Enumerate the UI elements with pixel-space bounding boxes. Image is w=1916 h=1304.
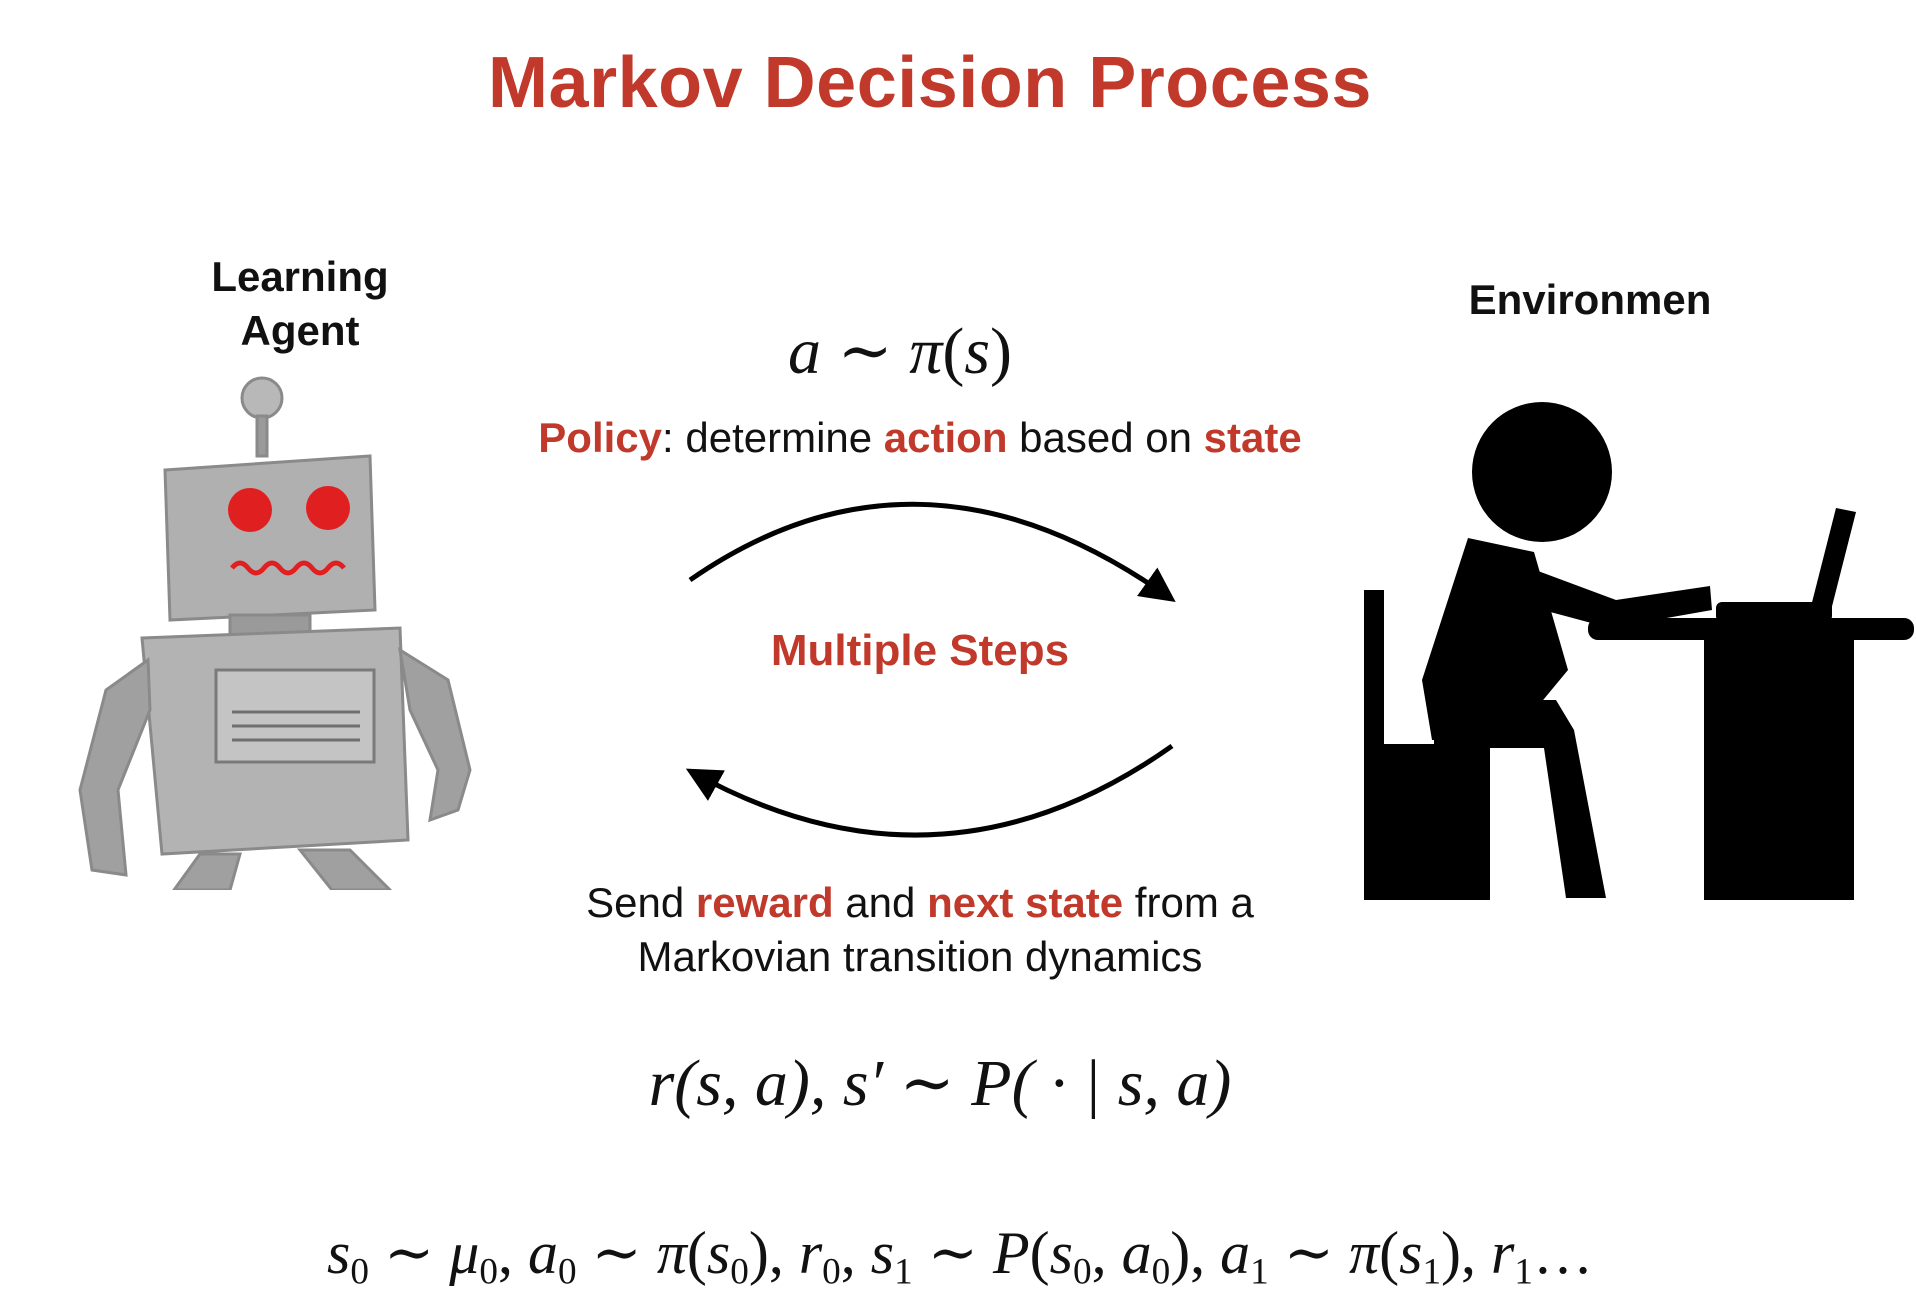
next-state-word: next state xyxy=(927,879,1124,926)
state-word: state xyxy=(1203,414,1302,461)
trajectory-equation: s0 ∼ μ0, a0 ∼ π(s0), r0, s1 ∼ P(s0, a0),… xyxy=(327,1220,1593,1293)
transition-equation: r(s, a), s′ ∼ P( · | s, a) xyxy=(648,1047,1232,1120)
reward-word: reward xyxy=(695,879,834,926)
policy-equation: a ∼ π(s) xyxy=(787,315,1013,388)
action-arrow xyxy=(688,501,1176,603)
agent-label-line2: Agent xyxy=(240,307,360,354)
reward-description-line2: Markovian transition dynamics xyxy=(637,933,1203,980)
agent-label: Learning Agent xyxy=(190,250,410,358)
policy-description: Policy: determine action based on state xyxy=(538,414,1302,461)
robot-eye-left-icon xyxy=(228,488,272,532)
environment-label: Environmen xyxy=(1468,276,1712,323)
policy-word: Policy xyxy=(538,414,663,461)
page-title: Markov Decision Process xyxy=(488,43,1372,123)
action-word: action xyxy=(883,414,1008,461)
robot-icon xyxy=(78,376,472,890)
reward-description-line1: Send reward and next state from a xyxy=(586,879,1254,926)
loop-label: Multiple Steps xyxy=(770,626,1070,675)
reward-arrow xyxy=(685,743,1174,838)
robot-eye-right-icon xyxy=(306,486,350,530)
agent-label-line1: Learning xyxy=(211,253,389,300)
reward-description: Send reward and next state from a Markov… xyxy=(480,876,1360,984)
person-at-desk-icon xyxy=(1364,402,1914,900)
